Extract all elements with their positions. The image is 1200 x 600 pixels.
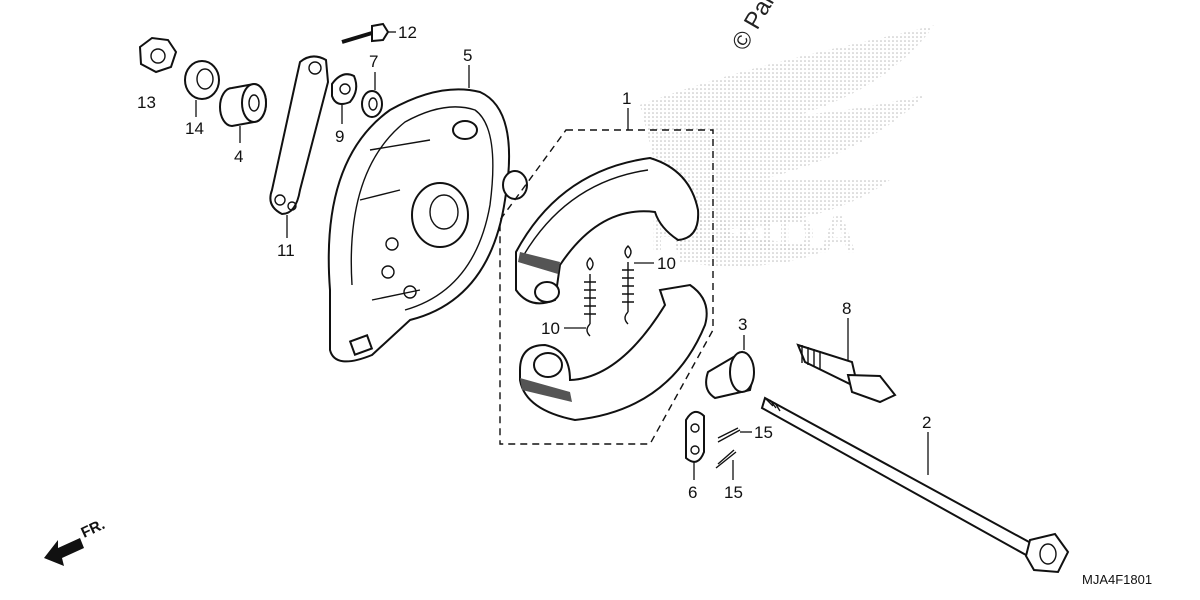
callout-14: 14 [185,119,204,138]
callout-2: 2 [922,413,931,432]
part-15-pin-upper[interactable] [717,427,741,443]
callout-12: 12 [398,23,417,42]
part-13-nut[interactable] [138,36,178,74]
part-2-axle[interactable] [760,396,1070,574]
part-6-plate[interactable] [685,410,705,463]
callout-6: 6 [688,483,697,502]
part-1-upper-brake-shoe[interactable] [515,156,700,305]
front-direction-arrow-icon [44,538,84,566]
copyright-watermark: © Parts [727,0,791,55]
callout-8: 8 [842,299,851,318]
callout-15-lower: 15 [724,483,743,502]
callout-5: 5 [463,46,472,65]
part-1-lower-brake-shoe[interactable] [519,283,708,422]
part-12-bolt[interactable] [341,22,390,44]
brake-shoe-set-boundary [499,129,714,445]
callout-10-upper: 10 [657,254,676,273]
callout-15-upper: 15 [754,423,773,442]
part-5-brake-panel[interactable] [327,88,528,363]
callout-1: 1 [622,89,631,108]
part-9-wear-indicator[interactable] [331,73,358,105]
part-10-lower-spring[interactable] [584,257,596,337]
part-11-brake-arm[interactable] [269,55,330,216]
part-15-pin-lower[interactable] [715,449,737,469]
part-8-brake-cam[interactable] [796,343,897,404]
part-3-collar[interactable] [705,350,755,400]
callout-13: 13 [137,93,156,112]
part-4-bearing[interactable] [219,82,267,128]
part-10-upper-spring[interactable] [622,245,634,325]
part-14-washer[interactable] [184,60,220,100]
callout-9: 9 [335,127,344,146]
callout-7: 7 [369,52,378,71]
brand-wing-logo-watermark [640,25,935,267]
drawing-code: MJA4F1801 [1082,572,1152,587]
callout-4: 4 [234,147,243,166]
callout-3: 3 [738,315,747,334]
front-direction-label: FR. [79,516,108,542]
part-7-seal[interactable] [361,90,383,118]
callout-10-lower: 10 [541,319,560,338]
callout-11: 11 [277,241,295,260]
